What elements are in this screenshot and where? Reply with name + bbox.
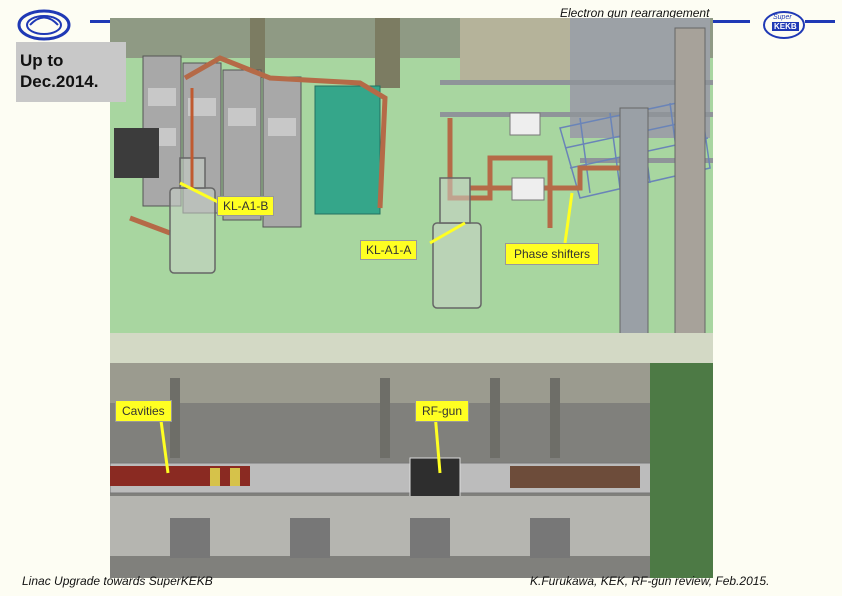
callout-cavities: Cavities xyxy=(115,400,172,422)
rf-gun-chamber xyxy=(409,457,461,501)
period-label: Up to Dec.2014. xyxy=(16,42,126,102)
slide-title: Electron gun rearrangement xyxy=(560,6,710,20)
footer-right: K.Furukawa, KEK, RF-gun review, Feb.2015… xyxy=(530,574,770,588)
teal-cabinet xyxy=(314,85,381,215)
footer-left: Linac Upgrade towards SuperKEKB xyxy=(22,574,213,588)
phase-shifter-units xyxy=(509,112,545,201)
callout-arrows xyxy=(158,181,574,474)
callout-kl-a1-b: KL-A1-B xyxy=(217,196,275,216)
accelerator-3d-render xyxy=(110,18,713,578)
callout-kl-a1-a: KL-A1-A xyxy=(360,240,418,260)
superkekb-logo-icon: Super KEKB xyxy=(762,10,806,40)
callout-phase-shifters: Phase shifters xyxy=(505,243,600,265)
callout-rf-gun: RF-gun xyxy=(415,400,470,422)
logo-text-top: Super xyxy=(773,14,792,21)
accelerating-cavities xyxy=(110,466,250,486)
klystron-kl-a1-a xyxy=(432,177,482,309)
header-rule-right xyxy=(805,20,835,23)
kek-emblem-icon xyxy=(17,9,71,41)
modulator-unit xyxy=(114,128,159,178)
logo-text-main: KEKB xyxy=(772,22,799,31)
